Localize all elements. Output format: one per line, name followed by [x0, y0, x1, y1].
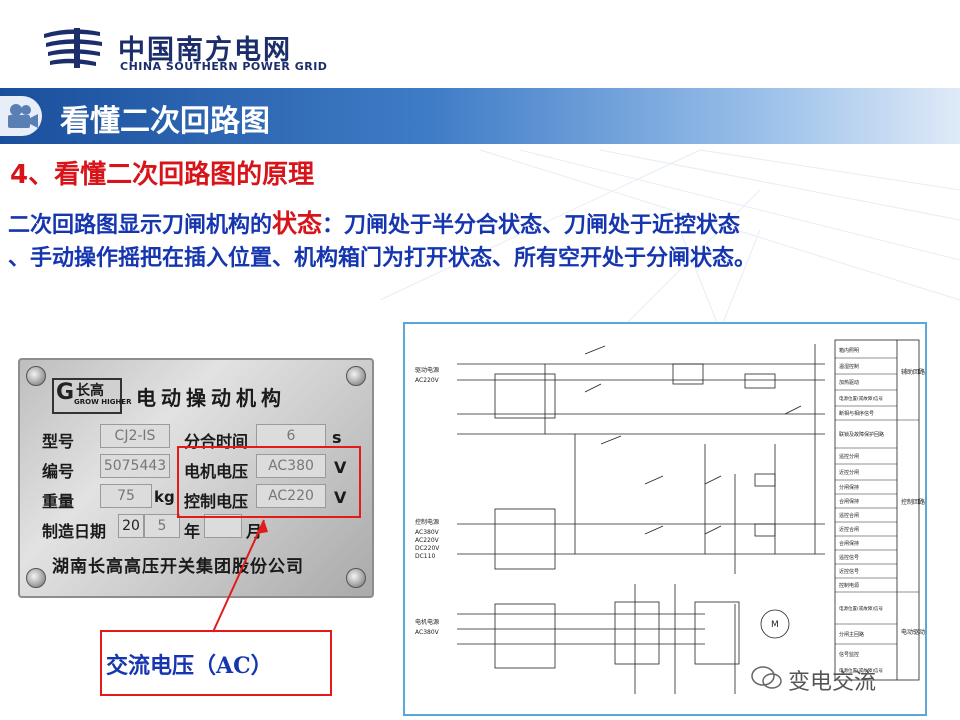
- label-control-voltage: 控制电压: [184, 492, 249, 511]
- diagram-label: DC220V: [415, 545, 440, 552]
- unit-volts: V: [334, 488, 347, 507]
- callout-box: [100, 630, 332, 696]
- title-bar: 看懂二次回路图: [0, 88, 960, 144]
- svg-text:电源位置(或故障)信号: 电源位置(或故障)信号: [839, 667, 884, 674]
- value-serial: 5075443: [100, 454, 170, 478]
- description-line-2: 、手动操作摇把在插入位置、机构箱门为打开状态、所有空开处于分闸状态。: [8, 246, 757, 271]
- circuit-schematic: 驱动电源 AC220V 控制电源 AC380V AC220V DC220V DC…: [415, 339, 931, 694]
- svg-text:遥控分闸: 遥控分闸: [839, 453, 859, 460]
- value-control-voltage: AC220: [256, 484, 326, 508]
- svg-text:箱内照明: 箱内照明: [839, 347, 859, 354]
- svg-text:电源位置(或故障)信号: 电源位置(或故障)信号: [839, 395, 884, 402]
- screw-icon: [346, 568, 366, 588]
- label-year: 年: [184, 522, 201, 541]
- svg-text:分闸主回路: 分闸主回路: [839, 631, 864, 638]
- brand-cn: 长高: [76, 383, 104, 399]
- screw-icon: [26, 568, 46, 588]
- diagram-label: 控制电源: [415, 518, 439, 526]
- value-month: [204, 514, 242, 538]
- power-grid-logo-icon: [44, 28, 102, 68]
- description-suffix: ：刀闸处于半分合状态、刀闸处于近控状态: [322, 213, 741, 238]
- wechat-icon: [751, 666, 782, 689]
- value-model: CJ2-IS: [100, 424, 170, 448]
- diagram-label: 驱动电源: [415, 366, 439, 374]
- brand-logo: G 长高 GROW HIGHER: [52, 378, 131, 414]
- label-manufacture-date: 制造日期: [42, 522, 107, 541]
- logo-english-text: CHINA SOUTHERN POWER GRID: [120, 60, 328, 73]
- value-year-prefix: 20: [118, 514, 144, 538]
- description-prefix: 二次回路图显示刀闸机构的: [8, 213, 273, 238]
- diagram-label: AC380V: [415, 629, 440, 636]
- camera-badge: [0, 96, 42, 136]
- svg-text:电动驱动回: 电动驱动回: [901, 628, 925, 636]
- company-logo: 中国南方电网 CHINA SOUTHERN POWER GRID: [40, 24, 340, 76]
- label-motor-voltage: 电机电压: [184, 462, 249, 481]
- diagram-label: AC380V: [415, 529, 440, 536]
- diagram-label: AC220V: [415, 537, 440, 544]
- svg-text:控制电源: 控制电源: [839, 582, 859, 589]
- unit-seconds: s: [332, 428, 342, 447]
- voltage-highlight-box: [177, 446, 361, 518]
- svg-text:信号监控: 信号监控: [839, 651, 859, 658]
- label-month: 月: [246, 522, 263, 541]
- description-line-1: 二次回路图显示刀闸机构的状态：刀闸处于半分合状态、刀闸处于近控状态: [8, 204, 740, 240]
- brand-g-icon: G: [56, 380, 75, 405]
- circuit-diagram: 驱动电源 AC220V 控制电源 AC380V AC220V DC220V DC…: [403, 322, 931, 716]
- watermark-text: 变电交流: [788, 670, 877, 695]
- description-highlight: 状态: [272, 209, 323, 238]
- brand-en: GROW HIGHER: [74, 398, 132, 406]
- section-heading: 4、看懂二次回路图的原理: [10, 160, 315, 190]
- screw-icon: [26, 366, 46, 386]
- svg-text:加热驱动: 加热驱动: [839, 379, 859, 386]
- value-motor-voltage: AC380: [256, 454, 326, 478]
- svg-text:联锁及故障保护回路: 联锁及故障保护回路: [839, 431, 884, 438]
- unit-volts: V: [334, 458, 347, 477]
- svg-text:合闸保持: 合闸保持: [839, 498, 859, 505]
- callout-text: 交流电压（AC）: [106, 653, 273, 679]
- svg-text:近控分闸: 近控分闸: [839, 469, 859, 476]
- value-year-suffix: 5: [144, 514, 180, 538]
- svg-text:遥控合闸: 遥控合闸: [839, 512, 859, 519]
- label-model: 型号: [42, 432, 75, 451]
- screw-icon: [346, 366, 366, 386]
- arrow-head-icon: [256, 520, 268, 534]
- diagram-label: 电机电源: [415, 618, 439, 626]
- label-weight: 重量: [42, 492, 75, 511]
- value-weight: 75: [100, 484, 152, 508]
- svg-text:近控信号: 近控信号: [839, 568, 859, 575]
- svg-text:电源位置(或故障)信号: 电源位置(或故障)信号: [839, 605, 884, 612]
- plate-title: 电动操动机构: [136, 386, 286, 410]
- page-title: 看懂二次回路图: [60, 104, 270, 139]
- svg-text:遥控信号: 遥控信号: [839, 554, 859, 561]
- logo-chinese-text: 中国南方电网: [118, 35, 292, 66]
- label-serial: 编号: [42, 462, 75, 481]
- unit-kg: kg: [154, 488, 175, 506]
- motor-label: M: [771, 620, 779, 630]
- diagram-label: DC110: [415, 553, 435, 560]
- svg-text:控制回路: 控制回路: [901, 498, 925, 506]
- video-camera-icon: [8, 104, 38, 128]
- svg-text:辅助回路: 辅助回路: [901, 368, 925, 376]
- svg-text:断相与相序信号: 断相与相序信号: [839, 410, 874, 417]
- diagram-label: AC220V: [415, 377, 440, 384]
- svg-text:温湿控制: 温湿控制: [839, 363, 859, 370]
- svg-text:合闸保持: 合闸保持: [839, 540, 859, 547]
- svg-text:分闸保持: 分闸保持: [839, 484, 859, 491]
- svg-text:近控合闸: 近控合闸: [839, 526, 859, 533]
